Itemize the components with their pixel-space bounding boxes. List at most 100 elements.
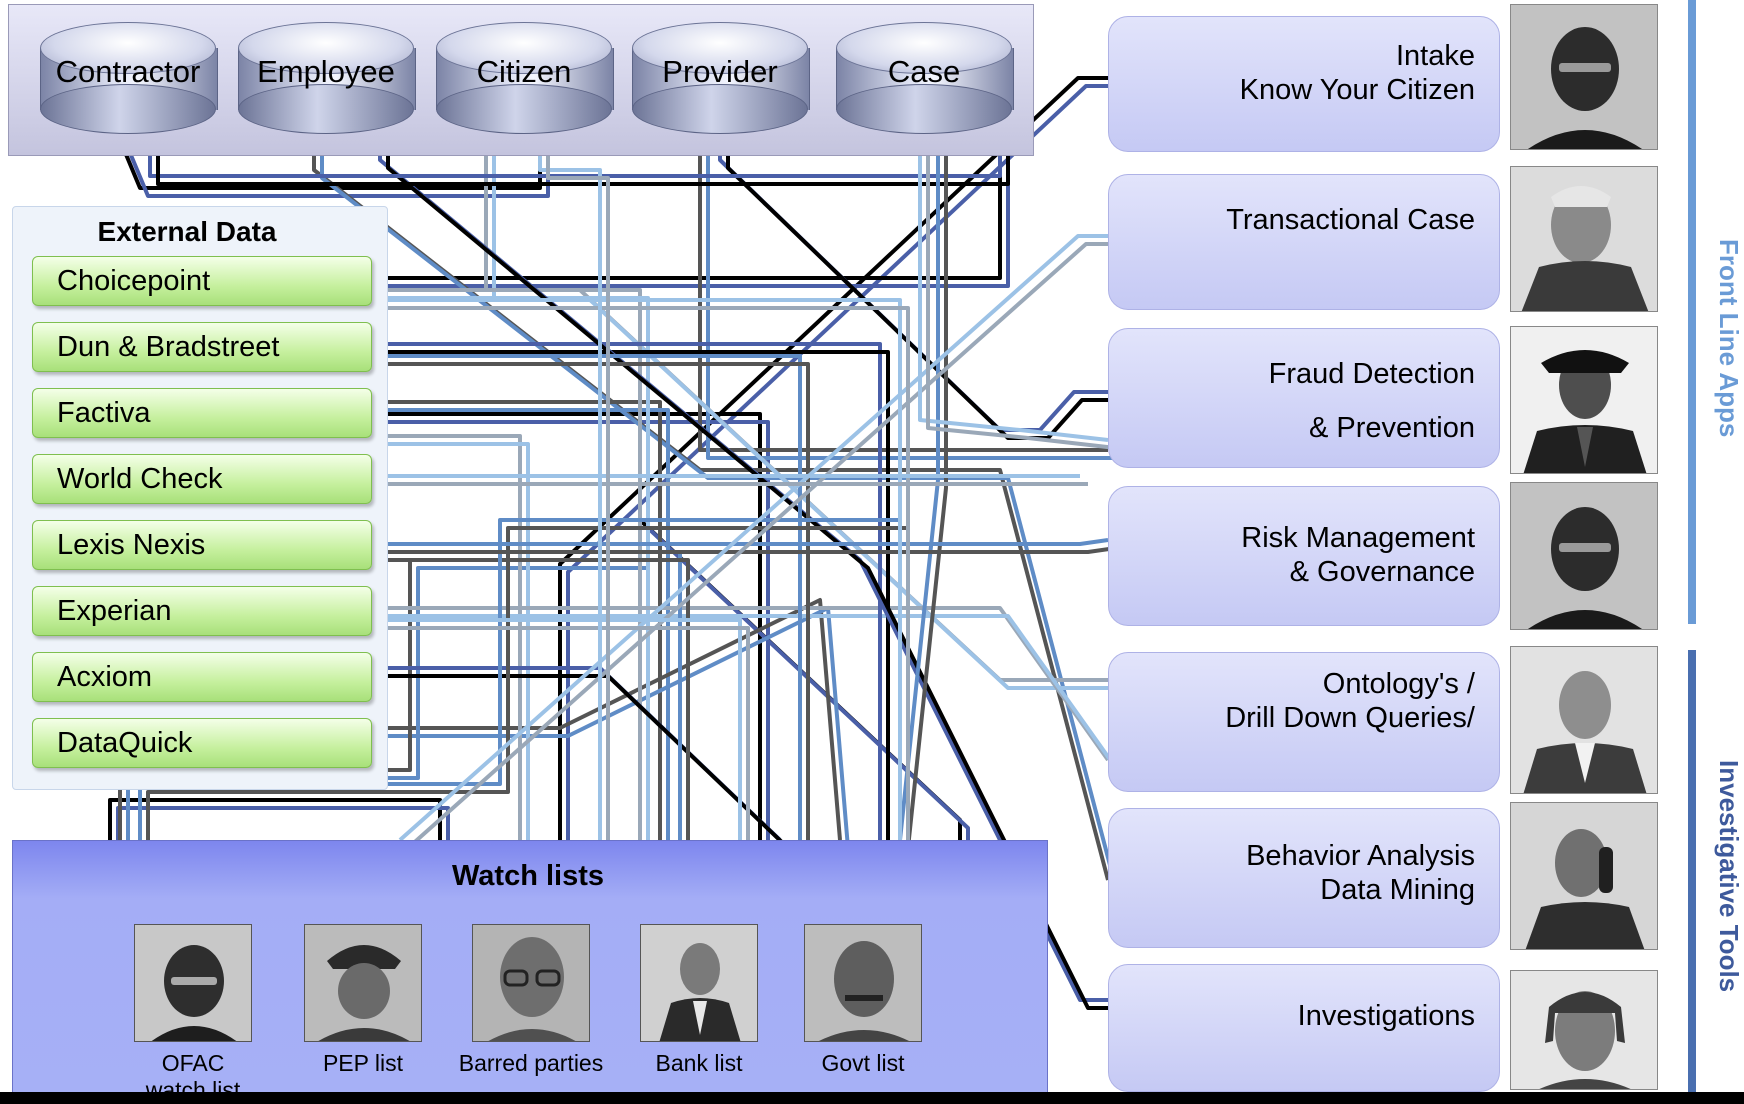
connection-line: [380, 362, 810, 848]
connection-line: [372, 342, 882, 840]
connection-line: [372, 412, 762, 840]
user-photo: [1510, 482, 1658, 630]
connection-line: [380, 546, 1117, 554]
connection-line: [380, 146, 1010, 288]
connection-line: [372, 400, 662, 840]
connection-line: [380, 420, 770, 848]
barred-parties-photo[interactable]: [472, 924, 590, 1042]
database-label: Citizen: [476, 54, 572, 89]
tool-label-line1: Behavior Analysis: [1246, 840, 1475, 872]
tool-label-line2: Data Mining: [1320, 874, 1475, 906]
connection-line: [380, 606, 850, 849]
tool-ontology-drill-down-queries[interactable]: Ontology's / Drill Down Queries/: [1108, 652, 1500, 792]
investigative-tools-label: Investigative Tools: [1714, 759, 1744, 993]
external-source-lexis-nexis[interactable]: Lexis Nexis: [32, 520, 372, 570]
connection-line: [918, 140, 1109, 442]
external-source-label: DataQuick: [57, 727, 193, 759]
database-employee[interactable]: Employee: [238, 22, 416, 134]
external-source-experian[interactable]: Experian: [32, 586, 372, 636]
connection-line: [380, 442, 530, 848]
database-label: Case: [887, 54, 961, 89]
database-provider[interactable]: Provider: [632, 22, 810, 134]
connection-line: [372, 434, 522, 840]
app-label-line1: Risk Management: [1241, 522, 1475, 554]
connection-line: [380, 614, 1118, 770]
tool-label-line1: Investigations: [1297, 1000, 1475, 1032]
app-transactional-case[interactable]: Transactional Case: [1108, 174, 1500, 310]
app-risk-management-governance[interactable]: Risk Management & Governance: [1108, 486, 1500, 626]
connection-line: [380, 558, 690, 848]
user-photo: [1510, 4, 1658, 150]
user-photo: [1510, 970, 1658, 1090]
app-fraud-detection-prevention[interactable]: Fraud Detection & Prevention: [1108, 328, 1500, 468]
app-label-line1: Fraud Detection: [1268, 358, 1475, 390]
connection-line: [372, 618, 742, 840]
external-source-dataquick[interactable]: DataQuick: [32, 718, 372, 768]
external-data-title: External Data: [97, 216, 277, 247]
app-label-line2: & Governance: [1289, 556, 1475, 588]
app-intake-know-your-citizen[interactable]: Intake Know Your Citizen: [1108, 16, 1500, 152]
tool-behavior-analysis-data-mining[interactable]: Behavior Analysis Data Mining: [1108, 808, 1500, 948]
external-source-factiva[interactable]: Factiva: [32, 388, 372, 438]
external-source-label: Acxiom: [57, 661, 153, 693]
database-label: Provider: [662, 54, 778, 89]
connection-line: [398, 234, 1108, 842]
connection-line: [138, 518, 900, 840]
connection-line: [380, 306, 910, 848]
front-line-apps-label: Front Line Apps: [1714, 238, 1744, 438]
external-source-world-check[interactable]: World Check: [32, 454, 372, 504]
connection-line: [372, 666, 782, 842]
connection-line: [546, 148, 610, 848]
connection-line: [698, 140, 1108, 452]
connection-line: [406, 242, 1116, 850]
tool-label-line2: Drill Down Queries/: [1225, 702, 1475, 734]
connection-line: [380, 626, 750, 848]
connection-line: [380, 408, 670, 848]
app-label-line1: Intake: [1396, 40, 1475, 72]
app-label-line2: Know Your Citizen: [1239, 74, 1475, 106]
user-photo: [1510, 802, 1658, 950]
user-photo: [1510, 326, 1658, 474]
external-source-label: Experian: [57, 595, 172, 627]
app-label-line2: & Prevention: [1308, 412, 1475, 444]
bank-list-photo[interactable]: [640, 924, 758, 1042]
external-source-dun-bradstreet[interactable]: Dun & Bradstreet: [32, 322, 372, 372]
connection-line: [372, 354, 802, 840]
investigative-tools-bar: [1688, 650, 1696, 1104]
external-source-label: Factiva: [57, 397, 151, 429]
connection-line: [898, 140, 940, 841]
connection-line: [156, 148, 1010, 186]
database-case[interactable]: Case: [836, 22, 1014, 134]
pep-list-photo[interactable]: [304, 924, 422, 1042]
database-label: Employee: [257, 54, 395, 89]
connection-line: [372, 298, 902, 840]
ofac-watch-list-photo[interactable]: [134, 924, 252, 1042]
connection-line: [312, 140, 1110, 881]
govt-list-photo[interactable]: [804, 924, 922, 1042]
watch-list-caption: PEP list: [322, 1050, 404, 1076]
external-source-label: Lexis Nexis: [57, 529, 206, 561]
connection-line: [386, 148, 1116, 1010]
watch-lists-title: Watch lists: [451, 860, 604, 892]
external-source-label: Choicepoint: [57, 265, 211, 297]
connection-line: [380, 350, 890, 848]
external-source-acxiom[interactable]: Acxiom: [32, 652, 372, 702]
connection-line: [926, 148, 1117, 450]
connection-line: [372, 288, 642, 840]
database-contractor[interactable]: Contractor: [40, 22, 218, 134]
external-source-label: Dun & Bradstreet: [57, 331, 280, 363]
app-label-line1: Transactional Case: [1226, 204, 1475, 236]
watch-list-caption: Bank list: [655, 1050, 743, 1076]
connection-line: [146, 526, 908, 848]
watch-list-caption: Barred parties: [458, 1050, 604, 1076]
tool-investigations[interactable]: Investigations: [1108, 964, 1500, 1092]
database-label: Contractor: [55, 54, 201, 89]
connection-line: [558, 76, 1108, 840]
connection-line: [706, 148, 1116, 460]
watch-list-caption: Govt list: [821, 1050, 905, 1076]
database-citizen[interactable]: Citizen: [436, 22, 614, 134]
front-line-apps-bar: [1688, 0, 1696, 624]
tool-label-line1: Ontology's /: [1322, 668, 1475, 700]
bottom-bar: [0, 1092, 1744, 1104]
external-source-choicepoint[interactable]: Choicepoint: [32, 256, 372, 306]
